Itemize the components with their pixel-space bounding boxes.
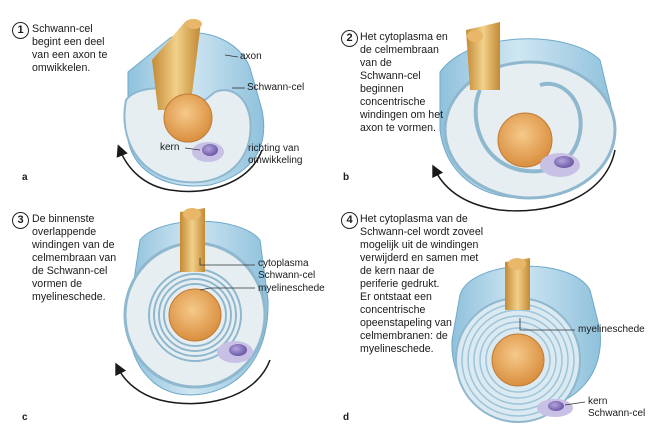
label-myelineschede: myelineschede: [578, 324, 645, 335]
panel-a-illustration: [116, 19, 265, 193]
winding-direction-arrow: [115, 359, 271, 405]
myeline-leader: [199, 287, 255, 291]
myelin-ring: [485, 327, 551, 393]
axon-cross-section: [168, 288, 222, 342]
panel-letter-b: b: [343, 172, 350, 183]
label-kern: kern: [160, 142, 180, 153]
winding-direction-arrow: [116, 144, 263, 193]
axon-cross-section: [491, 333, 545, 387]
panel-c-illustration: [115, 208, 271, 405]
axon-leader: [224, 54, 239, 58]
panel-letter-d: d: [343, 412, 350, 423]
nucleus: [202, 144, 218, 156]
axon-shaft: [505, 258, 530, 310]
nucleus: [229, 344, 247, 356]
axon-tip: [508, 258, 526, 270]
step-1-description: Schwann-cel begint een deel van een axon…: [32, 23, 108, 74]
myelin-ring: [158, 278, 232, 352]
panel-letter-c: c: [22, 412, 28, 423]
axon-cross-section: [163, 93, 213, 143]
panel-b-illustration: [432, 22, 617, 212]
axon-tip: [186, 19, 202, 29]
winding-direction-arrow: [432, 149, 616, 212]
label-axon: axon: [240, 51, 262, 62]
step-4-description: Het cytoplasma van de Schwann-cel wordt …: [360, 213, 484, 355]
myelin-ring: [479, 321, 557, 399]
myelin-ring: [473, 315, 563, 405]
kern-leader: [564, 401, 586, 406]
myelin-ring: [153, 273, 237, 357]
panel-d-illustration: [451, 258, 601, 423]
kern-leader: [184, 147, 201, 151]
nucleus: [554, 156, 574, 168]
myelin-ring: [163, 283, 227, 347]
axon-shaft: [180, 208, 205, 272]
step-number-3: 3: [12, 212, 29, 229]
axon-tip: [467, 30, 483, 42]
label-myelineschede: myelineschede: [258, 283, 325, 294]
cytoplasma-leader: [199, 258, 255, 266]
axon-shaft: [152, 19, 201, 110]
step-number-1: 1: [12, 22, 29, 39]
nucleus: [548, 401, 564, 411]
label-kern-schwann-cel: kern Schwann-cel: [588, 396, 646, 419]
step-2-description: Het cytoplasma en de celmembraan van de …: [360, 31, 448, 134]
label-richting: richting van omwikkeling: [248, 143, 303, 166]
myeline-leader: [519, 318, 575, 331]
step-3-description: De binnenste overlappende windingen van …: [32, 213, 117, 303]
step-number-2: 2: [341, 30, 358, 47]
label-cytoplasma-schwann-cel: cytoplasma Schwann-cel: [258, 258, 316, 281]
axon-tip: [183, 208, 201, 220]
label-schwann-cel: Schwann-cel: [247, 82, 305, 93]
panel-letter-a: a: [22, 172, 28, 183]
axon-cross-section: [497, 112, 553, 168]
step-number-4: 4: [341, 212, 358, 229]
